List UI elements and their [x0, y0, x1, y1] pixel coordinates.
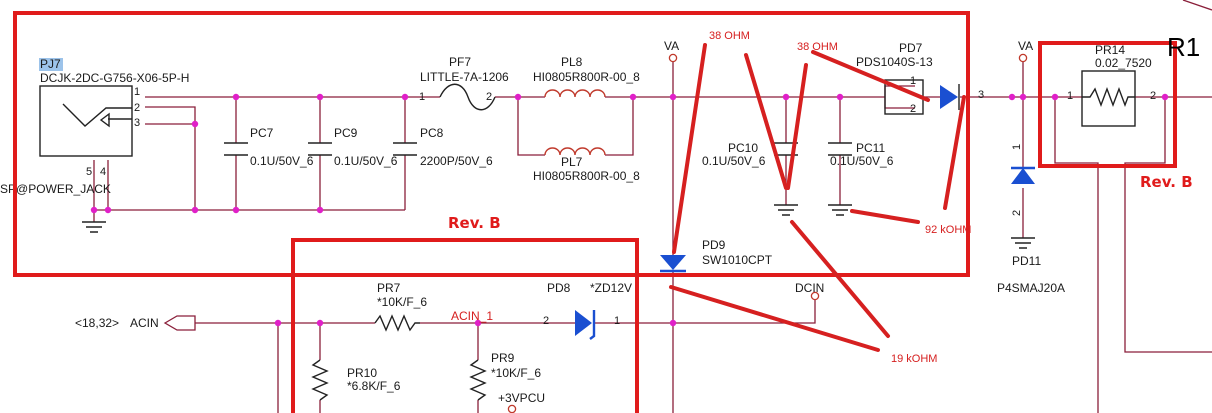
va-label-right: VA — [1018, 39, 1033, 53]
pr14-ref: PR14 — [1095, 43, 1125, 57]
pd7-value: PDS1040S-13 — [856, 55, 933, 69]
highlight-box-acin — [291, 238, 639, 413]
pr10-ref: PR10 — [347, 366, 377, 380]
pf7-ref: PF7 — [449, 55, 471, 69]
pl7-ref: PL7 — [561, 155, 583, 169]
pc7-ref: PC7 — [250, 126, 274, 140]
zener-pd8: PD8 *ZD12V 2 1 — [543, 281, 632, 340]
capacitor-pc9: PC9 0.1U/50V_6 — [308, 126, 398, 168]
pr14-value: 0.02_7520 — [1095, 56, 1152, 70]
highlight-boxes — [13, 11, 1177, 413]
pc8-value: 2200P/50V_6 — [420, 154, 493, 168]
power-jack-pj7: PJ7 DCJK-2DC-G756-X06-5P-H 1 2 3 5 4 SP@… — [0, 57, 189, 196]
pj7-pin4: 4 — [100, 166, 106, 178]
capacitor-pc7: PC7 0.1U/50V_6 — [224, 126, 314, 168]
annotation-92-kohm: 92 kOHM — [925, 224, 971, 236]
inductor-pl7: PL7 HI0805R800R-00_8 — [533, 147, 640, 183]
resistor-pr10: PR10 *6.8K/F_6 — [311, 359, 401, 401]
annotation-38-ohm-2: 38 OHM — [797, 41, 838, 53]
right-edge-line — [1182, 0, 1212, 11]
resistor-pr9: PR9 *10K/F_6 — [469, 351, 541, 401]
ground-symbol — [82, 221, 106, 233]
acin-port: <18,32> ACIN — [75, 315, 196, 331]
pf7-pin1: 1 — [419, 91, 425, 103]
pj7-pin3: 3 — [134, 117, 140, 129]
pr7-value: *10K/F_6 — [377, 295, 427, 309]
pr9-value: *10K/F_6 — [491, 366, 541, 380]
pc8-ref: PC8 — [420, 126, 444, 140]
inductor-pl8: PL8 HI0805R800R-00_8 — [533, 55, 640, 98]
pd11-pin2: 2 — [1011, 210, 1023, 216]
pc11-ref: PC11 — [856, 141, 885, 155]
pd7-ref: PD7 — [899, 41, 923, 55]
capacitor-pc11: PC11 0.1U/50V_6 — [828, 141, 894, 216]
pj7-pin1: 1 — [134, 86, 140, 98]
annotation-19-kohm: 19 kOHM — [891, 353, 937, 365]
resistor-pr7: PR7 *10K/F_6 — [374, 281, 427, 332]
fuse-pf7: PF7 LITTLE-7A-1206 1 2 — [419, 55, 509, 111]
acin-port-ref: <18,32> — [75, 316, 119, 330]
pl7-value: HI0805R800R-00_8 — [533, 169, 640, 183]
annotation-labels: 38 OHM 38 OHM 92 kOHM 19 kOHM Rev. B Rev… — [448, 30, 1200, 365]
pr14-pin2: 2 — [1150, 90, 1156, 102]
pc9-ref: PC9 — [334, 126, 358, 140]
rev-b-label-left: Rev. B — [448, 214, 501, 232]
annotation-lines — [669, 43, 966, 352]
va-net-left: VA — [664, 39, 679, 63]
pf7-value: LITTLE-7A-1206 — [420, 70, 509, 84]
pj7-pin2: 2 — [134, 102, 140, 114]
pd7-pin3: 3 — [978, 89, 984, 101]
pr14-pin1: 1 — [1067, 90, 1073, 102]
pr7-ref: PR7 — [377, 281, 401, 295]
pd9-value: SW1010CPT — [702, 253, 773, 267]
resistor-pr14: PR14 0.02_7520 1 2 — [1067, 43, 1156, 127]
vpcu-net: +3VPCU — [498, 391, 545, 413]
capacitor-pc8: PC8 2200P/50V_6 — [393, 126, 493, 168]
pr10-value: *6.8K/F_6 — [347, 379, 401, 393]
pj7-part: DCJK-2DC-G756-X06-5P-H — [40, 71, 189, 85]
junction-dots — [90, 93, 1169, 327]
pd8-ref: PD8 — [547, 281, 571, 295]
pj7-ref: PJ7 — [40, 57, 61, 71]
highlight-box-pr14 — [1038, 41, 1177, 168]
va-net-right: VA — [1018, 39, 1033, 63]
r1-label: R1 — [1167, 32, 1200, 62]
diode-pd7: PD7 PDS1040S-13 1 2 3 — [856, 41, 984, 115]
pc10-value: 0.1U/50V_6 — [702, 154, 766, 168]
pr9-ref: PR9 — [491, 351, 515, 365]
pf7-pin2: 2 — [486, 91, 492, 103]
rev-b-label-right: Rev. B — [1140, 173, 1193, 191]
pc10-ref: PC10 — [728, 141, 758, 155]
pl8-value: HI0805R800R-00_8 — [533, 70, 640, 84]
pd11-ref: PD11 — [1012, 254, 1041, 268]
pl8-ref: PL8 — [561, 55, 583, 69]
pd8-pin2: 2 — [543, 315, 549, 327]
pc11-value: 0.1U/50V_6 — [830, 154, 894, 168]
pd8-pin1: 1 — [614, 315, 620, 327]
annotation-38-ohm-1: 38 OHM — [709, 30, 750, 42]
pd11-value: P4SMAJ20A — [997, 281, 1065, 295]
pj7-name: SP@POWER_JACK — [0, 182, 111, 196]
acin-net-label: ACIN_1 — [451, 309, 493, 323]
pd8-value: *ZD12V — [590, 281, 632, 295]
dcin-net: DCIN — [795, 281, 824, 301]
highlight-box-input — [13, 11, 970, 277]
diode-pd9: PD9 SW1010CPT — [660, 238, 773, 273]
pd7-pin1: 1 — [910, 75, 916, 87]
va-label-left: VA — [664, 39, 679, 53]
wires — [93, 62, 1212, 413]
pd11-pin1: 1 — [1011, 144, 1023, 150]
pc9-value: 0.1U/50V_6 — [334, 154, 398, 168]
dcin-label: DCIN — [795, 281, 824, 295]
pd7-pin2: 2 — [910, 103, 916, 115]
acin-port-net: ACIN — [130, 316, 159, 330]
diode-pd11: 1 2 PD11 P4SMAJ20A — [997, 144, 1065, 295]
pc7-value: 0.1U/50V_6 — [250, 154, 314, 168]
pd9-ref: PD9 — [702, 238, 726, 252]
vpcu-label: +3VPCU — [498, 391, 545, 405]
pj7-pin5: 5 — [86, 166, 92, 178]
